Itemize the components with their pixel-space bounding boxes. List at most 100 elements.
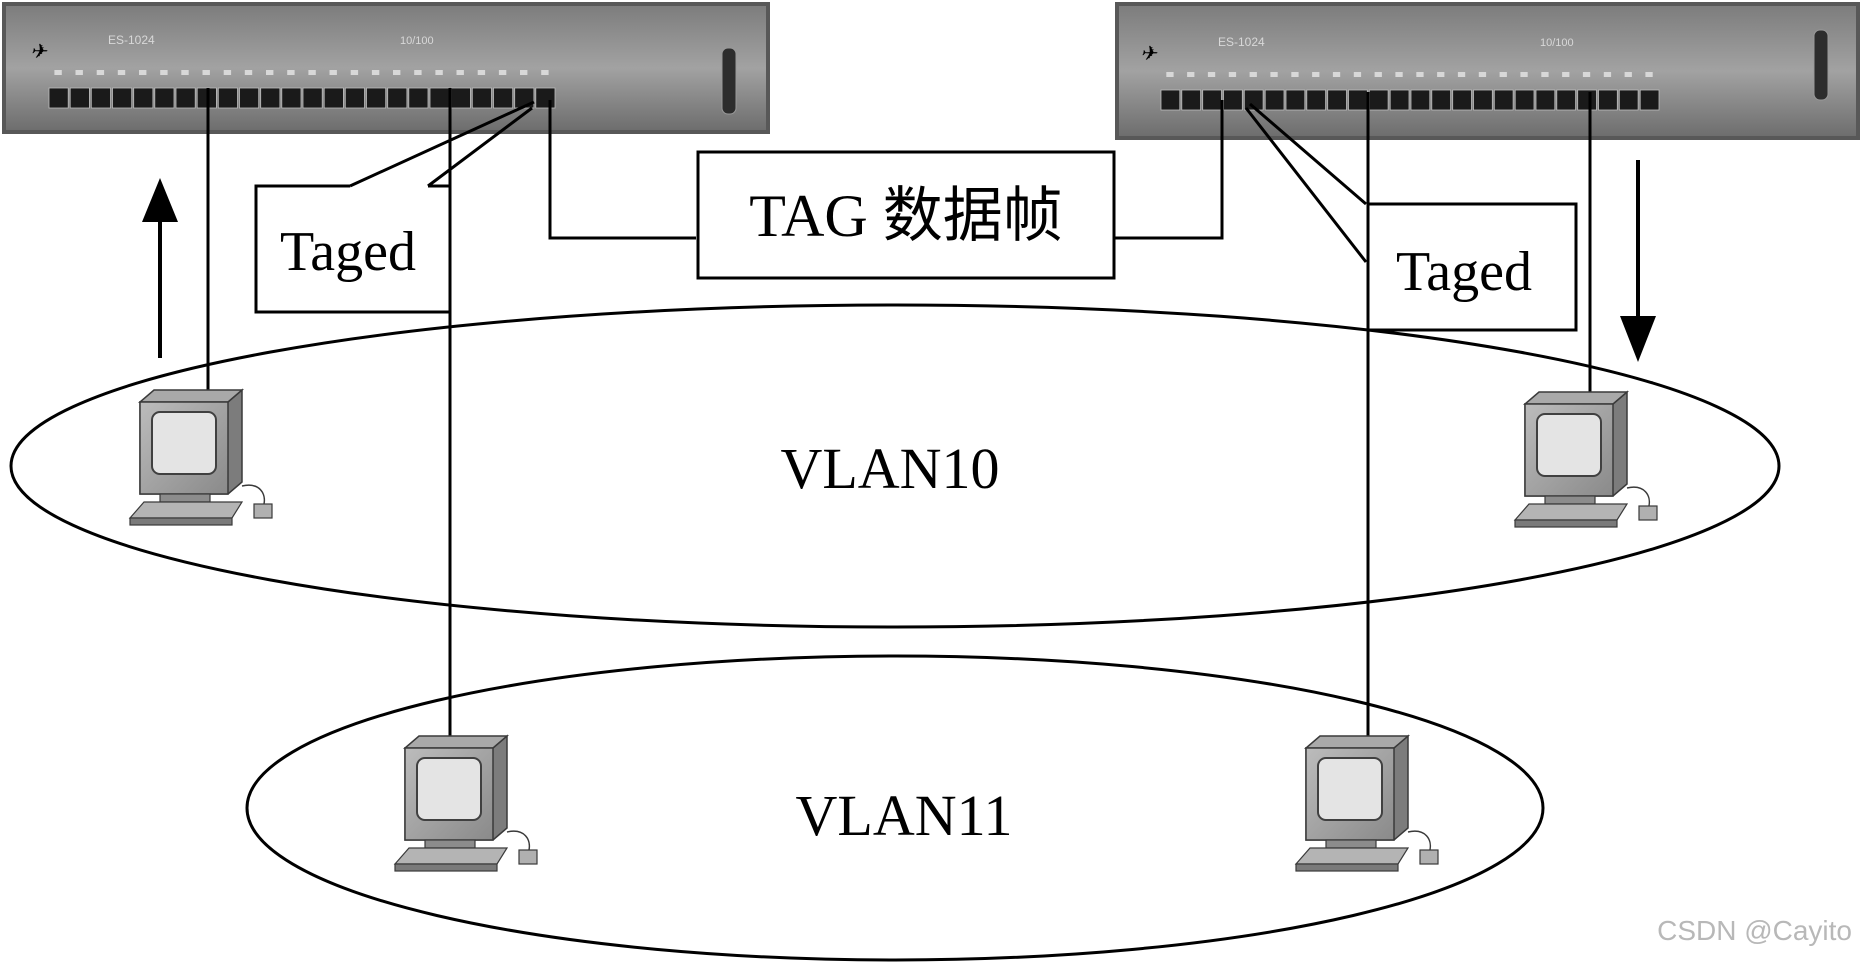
port-led xyxy=(329,70,337,75)
port-led xyxy=(287,70,295,75)
vlan11-label: VLAN11 xyxy=(796,783,1013,848)
callout-frame xyxy=(1368,202,1578,332)
switch-port xyxy=(175,87,196,109)
port-led xyxy=(520,70,528,75)
port-led xyxy=(1395,72,1403,77)
switch-port xyxy=(1556,89,1577,111)
switch-port xyxy=(48,87,69,109)
switch-port xyxy=(1348,89,1368,111)
port-led xyxy=(1416,72,1424,77)
switch-port xyxy=(1264,89,1285,111)
switch-port xyxy=(1598,89,1618,111)
vlan10-label: VLAN10 xyxy=(780,436,999,501)
port-led xyxy=(393,70,401,75)
switch-port xyxy=(1223,89,1243,111)
port-led xyxy=(456,70,464,75)
switch-port xyxy=(1160,89,1181,111)
port-led xyxy=(1478,72,1487,77)
switch-port xyxy=(1368,89,1389,111)
port-led xyxy=(54,70,62,75)
port-led xyxy=(266,70,274,75)
switch-port xyxy=(1285,89,1306,111)
switch-port xyxy=(1493,89,1514,111)
switch-port xyxy=(344,87,365,109)
port-led xyxy=(1166,72,1174,77)
switch-port xyxy=(133,87,154,109)
switch-port xyxy=(450,87,471,109)
callout-frame xyxy=(254,184,450,314)
switch-port xyxy=(1389,89,1410,111)
port-led xyxy=(435,70,443,75)
arrow-up-left xyxy=(142,178,178,358)
tagged-callout-left: Taged xyxy=(254,100,535,314)
port-led xyxy=(1187,72,1195,77)
port-led xyxy=(160,70,168,75)
switch-port xyxy=(429,87,450,109)
switch-port xyxy=(1306,89,1327,111)
switch-port xyxy=(1473,89,1493,111)
switch-port xyxy=(90,87,111,109)
tagged-callout-right: Taged xyxy=(1244,102,1578,332)
port-led xyxy=(1520,72,1528,77)
switch-port xyxy=(323,87,344,109)
arrow-up-icon xyxy=(142,178,178,222)
switch-port xyxy=(1327,89,1347,111)
tag-frame-rect xyxy=(696,150,1116,280)
console-port-icon xyxy=(721,47,737,115)
switch-port xyxy=(1639,89,1660,111)
switch-port xyxy=(1452,89,1472,111)
port-led xyxy=(1312,72,1320,77)
cables xyxy=(206,88,1592,740)
switch-port xyxy=(1431,89,1452,111)
switch-logo: ✈ xyxy=(1140,43,1158,65)
console-port-icon xyxy=(1813,29,1829,101)
switch-port xyxy=(1243,89,1264,111)
switch-logo: ✈ xyxy=(30,41,48,63)
port-led xyxy=(96,70,105,75)
callout-pointer xyxy=(1244,107,1368,263)
switch-led-row xyxy=(1166,72,1653,77)
port-led xyxy=(244,70,253,75)
arrow-down-right xyxy=(1620,160,1656,362)
port-led xyxy=(223,70,232,75)
port-led xyxy=(1457,72,1466,77)
switch-port xyxy=(1514,89,1535,111)
switch-port xyxy=(281,87,302,109)
switch-led-row xyxy=(54,70,549,75)
port-led xyxy=(1562,72,1570,77)
watermark: CSDN @Cayito xyxy=(1657,915,1852,946)
port-led xyxy=(1353,72,1362,77)
switch-port xyxy=(366,87,387,109)
port-led xyxy=(1624,72,1632,77)
port-led xyxy=(1332,72,1341,77)
switch-port xyxy=(239,87,260,109)
port-led xyxy=(498,70,507,75)
switch-port xyxy=(1410,89,1431,111)
tagged-label-left: Taged xyxy=(280,221,416,283)
port-led xyxy=(308,70,316,75)
callout-pointer xyxy=(427,106,533,188)
port-led xyxy=(541,70,549,75)
switch-port xyxy=(1535,89,1556,111)
switch-faceplate xyxy=(6,6,766,130)
switch-port xyxy=(217,87,238,109)
port-led xyxy=(1291,72,1299,77)
vlan10-ellipse xyxy=(9,303,1781,629)
callout-pointer xyxy=(349,100,535,188)
switch-speed-label: 10/100 xyxy=(1540,37,1574,49)
switch-port xyxy=(408,87,429,109)
port-led xyxy=(414,70,422,75)
switch-port-row xyxy=(1160,89,1660,111)
switch-port xyxy=(493,87,514,109)
port-led xyxy=(139,70,147,75)
trunk-cable-right-segment xyxy=(1114,100,1224,240)
vlan11-ellipse xyxy=(245,654,1545,962)
switch-model-label: ES-1024 xyxy=(108,33,155,47)
switch-port xyxy=(69,87,90,109)
switch-port xyxy=(387,87,408,109)
port-led xyxy=(1228,72,1237,77)
switch-port xyxy=(1618,89,1639,111)
tag-frame-box: TAG 数据帧 xyxy=(696,150,1116,280)
switch-port xyxy=(471,87,492,109)
switch-port xyxy=(535,87,556,109)
